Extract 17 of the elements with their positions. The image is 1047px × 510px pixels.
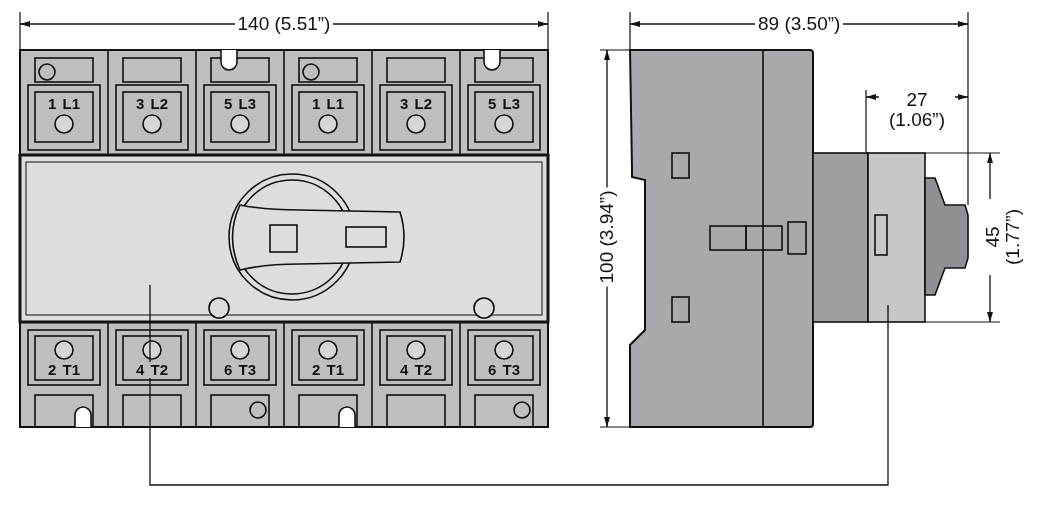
- terminal-marking: 3 L2: [134, 96, 170, 112]
- dimension-label: 100 (3.94”): [597, 187, 617, 287]
- terminal-marking: 5 L3: [222, 96, 258, 112]
- terminal-marking: 4 T2: [134, 362, 170, 378]
- dimension-label: 140 (5.51”): [234, 14, 334, 34]
- dimension-label: 45 (1.77”): [983, 199, 1023, 275]
- terminal-marking: 4 T2: [398, 362, 434, 378]
- terminal-marking: 5 L3: [486, 96, 522, 112]
- dimension-label: 27 (1.06”): [879, 90, 955, 130]
- dimension-label: 89 (3.50”): [755, 14, 844, 34]
- terminal-marking: 3 L2: [398, 96, 434, 112]
- terminal-marking: 1 L1: [46, 96, 82, 112]
- terminal-marking: 6 T3: [486, 362, 522, 378]
- terminal-marking: 1 L1: [310, 96, 346, 112]
- terminal-marking: 2 T1: [46, 362, 82, 378]
- terminal-marking: 2 T1: [310, 362, 346, 378]
- terminal-marking: 6 T3: [222, 362, 258, 378]
